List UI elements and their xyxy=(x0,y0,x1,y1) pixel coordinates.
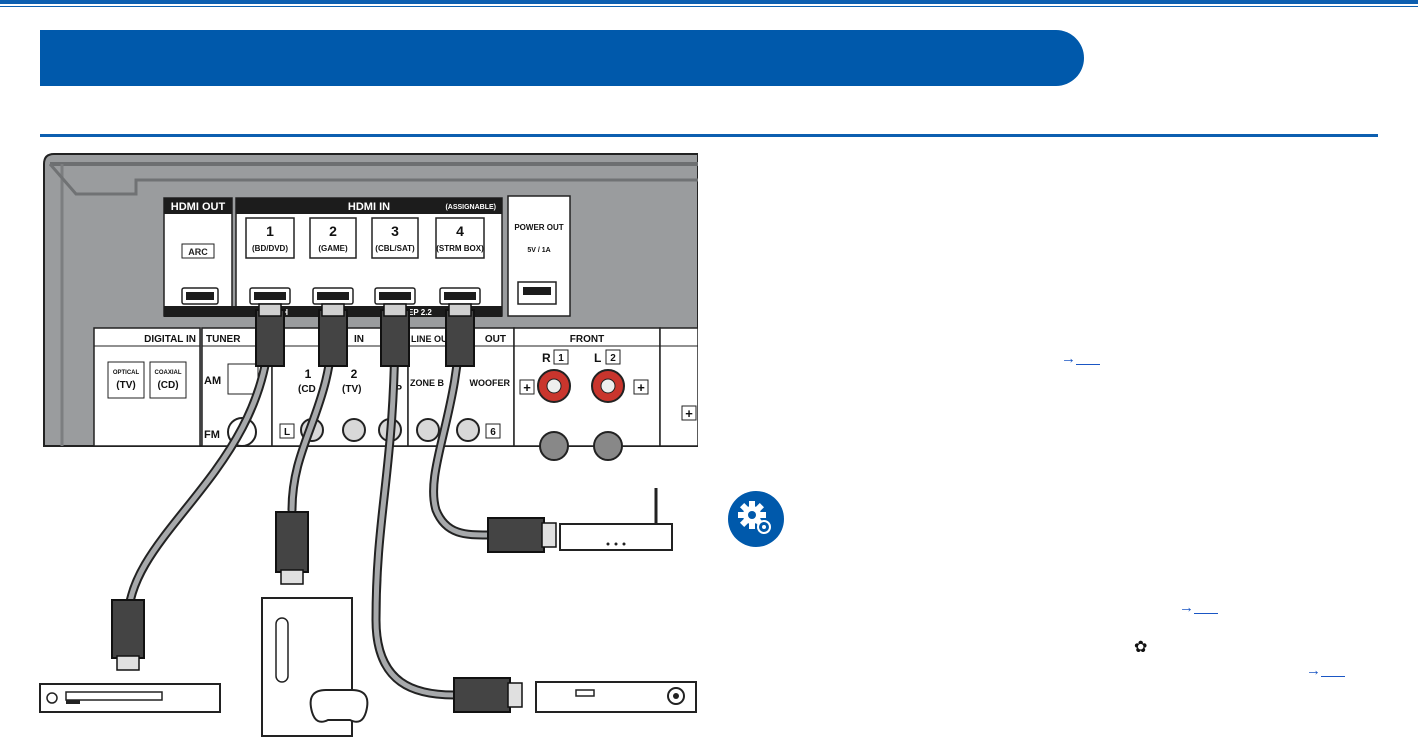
hdmi-input-number: 1 xyxy=(266,223,274,239)
audio-in-label: IN xyxy=(354,334,364,345)
settings-gear-icon xyxy=(728,491,784,547)
page-reference-link-2[interactable]: → xyxy=(1179,599,1218,617)
hdmi-out-label: HDMI OUT xyxy=(171,201,226,213)
power-out-label: POWER OUT xyxy=(514,223,563,232)
hdmi-input-name: (BD/DVD) xyxy=(252,244,288,253)
hdmi-input-1: 1 (BD/DVD) xyxy=(245,217,295,305)
tuner-label: TUNER xyxy=(206,334,241,345)
front-label: FRONT xyxy=(570,334,604,345)
hdmi-input-2: 2 (GAME) xyxy=(309,217,357,305)
front-r-label: R xyxy=(542,351,551,365)
audio-in-1-name: (CD xyxy=(298,384,316,395)
six-label: 6 xyxy=(490,427,496,438)
arrow-icon: → xyxy=(1061,350,1076,367)
audio-in-1: 1 xyxy=(305,367,312,381)
front-l-num: 2 xyxy=(610,353,616,364)
coaxial-label: COAXIAL xyxy=(155,370,182,376)
digital-in-label: DIGITAL IN xyxy=(144,334,196,345)
hdmi-input-number: 4 xyxy=(456,223,464,239)
subwoofer-label: WOOFER xyxy=(470,378,511,388)
connection-illustration: HDMI OUT ARC HDMI IN (ASSIGNABLE) 1 (BD/… xyxy=(36,150,699,738)
front-l-label: L xyxy=(594,351,601,365)
coaxial-name: (CD) xyxy=(157,380,178,391)
hdmi-input-name: (STRM BOX) xyxy=(436,244,484,253)
arrow-icon: → xyxy=(1179,599,1194,616)
hdcp-label-tail: EP 2.2 xyxy=(408,308,432,317)
plus-label: + xyxy=(637,380,645,395)
optical-name: (TV) xyxy=(116,380,135,391)
front-r-num: 1 xyxy=(558,353,564,364)
page-reference-link-1[interactable]: → xyxy=(1061,350,1100,368)
hdmi-input-4: 4 (STRM BOX) xyxy=(435,217,485,305)
page-reference-link-3[interactable]: → xyxy=(1306,662,1345,680)
arrow-icon: → xyxy=(1306,662,1321,679)
top-border xyxy=(0,0,1418,4)
line-out-label: LINE OU xyxy=(411,334,448,344)
zone-b-label: ZONE B xyxy=(410,378,445,388)
plus-label: + xyxy=(685,406,693,421)
gear-icon: ✿ xyxy=(1134,639,1148,656)
audio-in-2: 2 xyxy=(351,367,358,381)
am-label: AM xyxy=(204,375,221,387)
hdmi-in-label: HDMI IN xyxy=(348,201,390,213)
top-border-thin xyxy=(0,6,1418,7)
section-title-bar xyxy=(40,30,1084,86)
hdmi-input-number: 3 xyxy=(391,223,399,239)
audio-in-2-name: (TV) xyxy=(342,384,361,395)
section-divider xyxy=(40,134,1378,137)
l-label: L xyxy=(284,427,290,438)
fm-label: FM xyxy=(204,429,220,441)
hdmi-input-name: (CBL/SAT) xyxy=(375,244,415,253)
hdmi-input-3: 3 (CBL/SAT) xyxy=(371,217,419,305)
hdmi-input-name: (GAME) xyxy=(318,244,348,253)
plus-label: + xyxy=(523,380,531,395)
optical-label: OPTICAL xyxy=(113,370,140,376)
hdmi-input-number: 2 xyxy=(329,223,337,239)
out-label: OUT xyxy=(485,334,506,345)
power-out-rating: 5V / 1A xyxy=(527,247,550,254)
arc-label: ARC xyxy=(188,247,208,257)
assignable-label: (ASSIGNABLE) xyxy=(445,204,496,211)
